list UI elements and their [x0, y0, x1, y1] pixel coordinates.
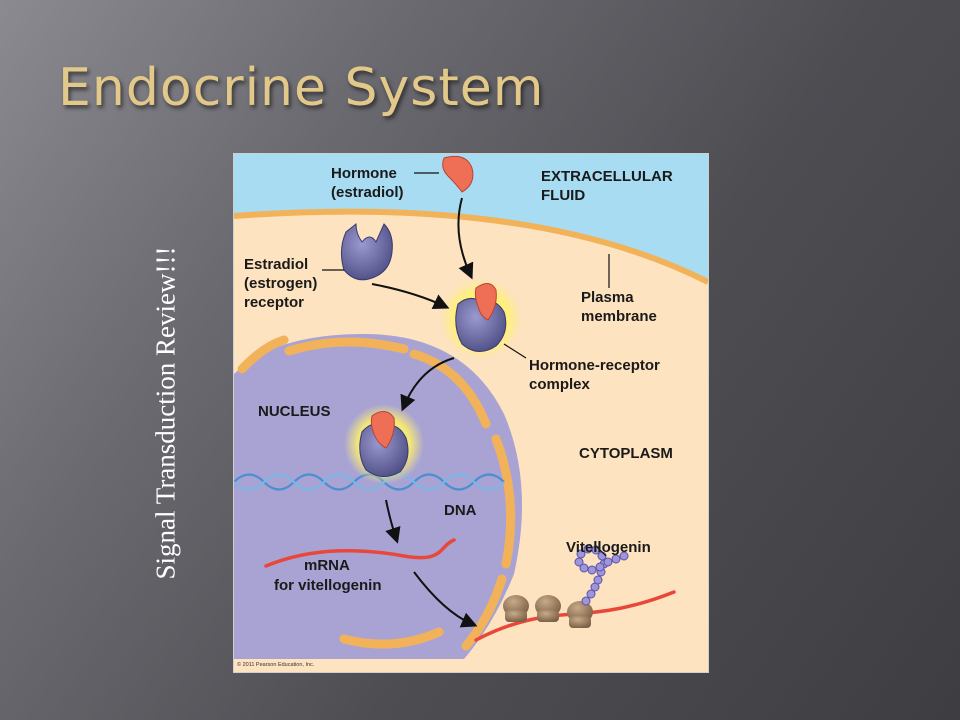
- arrow-receptor-to-complex: [371, 283, 450, 310]
- vitellogenin-protein: [574, 544, 629, 606]
- label-extracellular-1: EXTRACELLULAR: [541, 168, 673, 185]
- hormone: [370, 411, 395, 449]
- hormone-receptor-complex-nucleus: [344, 404, 424, 484]
- ribosome: [535, 595, 561, 622]
- label-plasma-1: Plasma: [581, 289, 634, 306]
- arrow-mrna-to-cytoplasm: [413, 571, 478, 628]
- signal-transduction-figure: Hormone (estradiol) EXTRACELLULAR FLUID …: [233, 153, 709, 673]
- slide-side-text: Signal Transduction Review!!!: [150, 246, 181, 580]
- label-vitellogenin: Vitellogenin: [566, 539, 651, 556]
- label-receptor-1: Estradiol: [244, 256, 308, 273]
- label-plasma-2: membrane: [581, 308, 657, 325]
- label-receptor-3: receptor: [244, 294, 304, 311]
- ribosome: [567, 601, 593, 628]
- diagram-svg: Hormone (estradiol) EXTRACELLULAR FLUID …: [234, 154, 708, 672]
- nuclear-envelope: [237, 335, 516, 651]
- hormone: [474, 283, 497, 321]
- label-cytoplasm: CYTOPLASM: [579, 445, 673, 462]
- slide-title: Endocrine System: [58, 58, 545, 118]
- label-hormone-1: Hormone: [331, 165, 397, 182]
- copyright-notice: © 2011 Pearson Education, Inc.: [237, 661, 315, 668]
- plasma-membrane: [234, 208, 708, 285]
- arrow-complex-to-nucleus: [400, 357, 455, 412]
- pathway-arrows: [371, 197, 478, 628]
- estrogen-receptor: [340, 222, 393, 281]
- label-dna: DNA: [444, 502, 477, 519]
- label-hormone-2: (estradiol): [331, 184, 404, 201]
- label-leaders: [322, 172, 610, 557]
- hormone-receptor-complex-cytoplasm: [441, 279, 521, 359]
- nucleus-region: [234, 334, 522, 659]
- label-complex-2: complex: [529, 376, 591, 393]
- extracellular-region: [234, 154, 708, 282]
- label-complex-1: Hormone-receptor: [529, 357, 660, 374]
- label-extracellular-2: FLUID: [541, 187, 585, 204]
- label-mrna-2: for vitellogenin: [274, 577, 382, 594]
- arrow-dna-to-mrna: [385, 499, 401, 544]
- mrna-strand-nucleus: [264, 538, 456, 568]
- ribosome: [503, 595, 529, 622]
- arrow-hormone-to-complex: [457, 197, 474, 280]
- label-receptor-2: (estrogen): [244, 275, 317, 292]
- label-mrna-1: mRNA: [304, 557, 350, 574]
- ribosomes: [503, 595, 593, 628]
- label-nucleus: NUCLEUS: [258, 403, 331, 420]
- hormone-molecule: [442, 155, 474, 193]
